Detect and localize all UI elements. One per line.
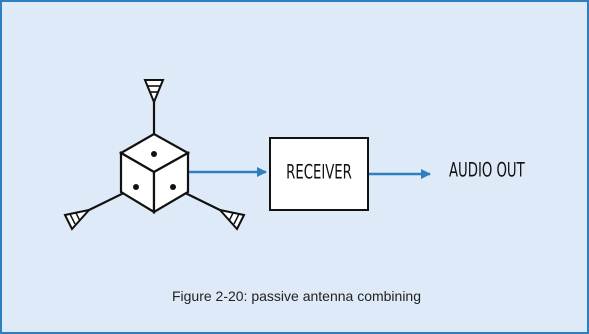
figure-caption: Figure 2-20: passive antenna combining	[171, 288, 422, 304]
right-antenna-icon	[172, 186, 246, 231]
audio-out-label: AUDIO OUT	[449, 158, 525, 181]
combiner-cube-icon	[118, 132, 191, 214]
receiver-label: RECEIVER	[286, 160, 352, 183]
receiver-box	[269, 137, 369, 211]
